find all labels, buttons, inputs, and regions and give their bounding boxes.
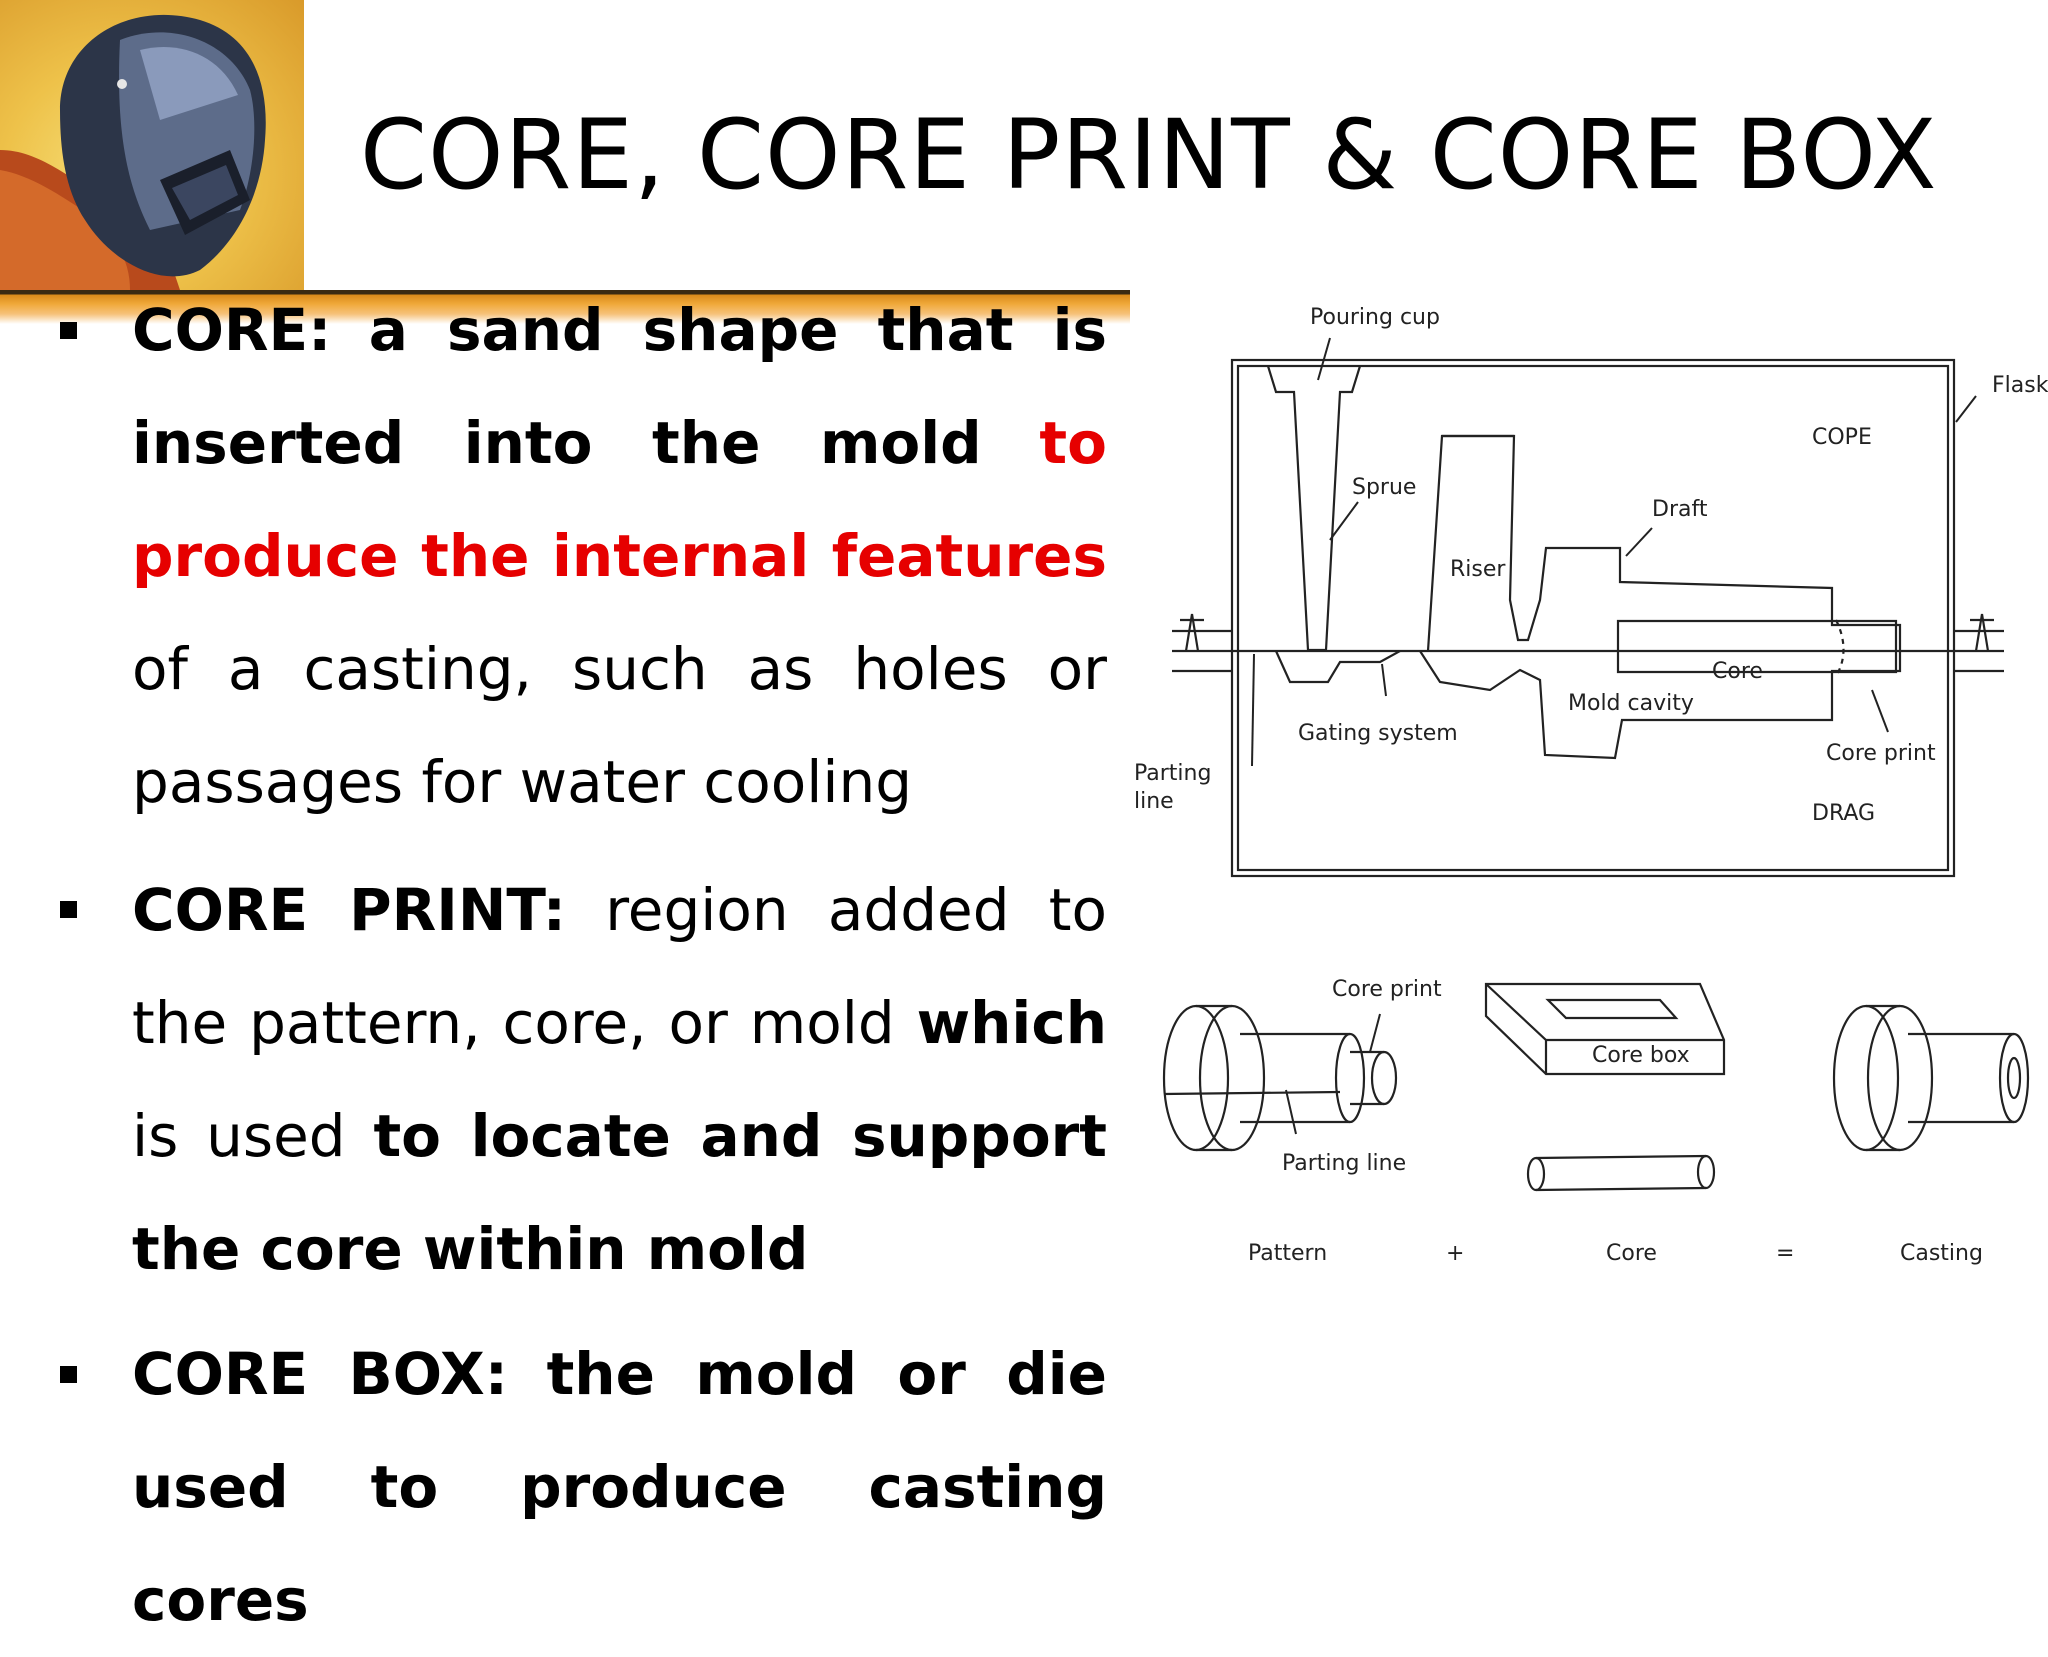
bullet-core-text-2: of a casting, such as holes or passages … (132, 635, 1107, 816)
flask-inner-outline (1236, 364, 1950, 872)
label-drag: DRAG (1812, 801, 1875, 826)
bullet-core-box: CORE BOX: the mold or die used to produc… (132, 1318, 1107, 1657)
label-gating-system: Gating system (1298, 721, 1458, 746)
label-casting: Casting (1900, 1241, 1983, 1266)
sprue (1266, 365, 1362, 652)
label-mold-cavity: Mold cavity (1568, 691, 1694, 716)
flask-pin-left (1180, 613, 1204, 652)
flask-pin-right (1970, 613, 1994, 652)
gating-channel (1274, 650, 1401, 684)
label-pouring-cup: Pouring cup (1310, 305, 1440, 330)
bullet-core-print: CORE PRINT: region added to the pattern,… (132, 854, 1107, 1306)
label-core-print: Core print (1826, 741, 1936, 766)
bullet-core: CORE: a sand shape that is inserted into… (132, 274, 1107, 839)
label-cope: COPE (1812, 425, 1872, 450)
label-core: Core (1712, 659, 1763, 684)
core-body (1616, 619, 1898, 674)
term-core-print: CORE PRINT: (132, 876, 566, 944)
bullet-marker (60, 322, 77, 339)
bullet-core-highlight: to produce the internal features (132, 409, 1107, 590)
welder-illustration (0, 14, 266, 290)
term-core: CORE: (132, 296, 332, 364)
label-sprue: Sprue (1352, 475, 1416, 500)
header-rule (0, 290, 1130, 324)
bullet-core-print-bold-2: to locate and support the core within mo… (132, 1102, 1107, 1283)
welder-photo (0, 0, 304, 290)
label-parting-line-1: Parting (1134, 761, 1211, 786)
label-core-box: Core box (1592, 1043, 1690, 1068)
slide-title: CORE, CORE PRINT & CORE BOX (360, 99, 1938, 211)
label-parting-line-2: line (1134, 789, 1174, 814)
label-draft: Draft (1652, 497, 1708, 522)
mold-cavity-outline (1419, 434, 1902, 760)
bullet-marker (60, 1366, 77, 1383)
bullet-core-text: a sand shape that is inserted into the m… (132, 296, 1108, 477)
bullet-core-print-text: region added to the pattern, core, or mo… (132, 876, 1107, 1057)
label-pattern: Pattern (1248, 1241, 1327, 1266)
label-core: Core (1606, 1241, 1657, 1266)
label-plus: + (1446, 1241, 1464, 1266)
label-parting-line: Parting line (1282, 1151, 1406, 1176)
label-riser: Riser (1450, 557, 1506, 582)
bullet-core-print-bold: which (916, 989, 1107, 1057)
label-flask: Flask (1992, 373, 2048, 398)
bullet-core-print-text-2: is used (132, 1102, 346, 1170)
term-core-box: CORE BOX: (132, 1340, 508, 1408)
bullet-core-box-text: the mold or die used to produce casting … (132, 1340, 1108, 1634)
flask-outline (1230, 358, 1956, 878)
label-core-print: Core print (1332, 977, 1442, 1002)
label-equals: = (1776, 1241, 1794, 1266)
bullet-marker (60, 901, 77, 918)
